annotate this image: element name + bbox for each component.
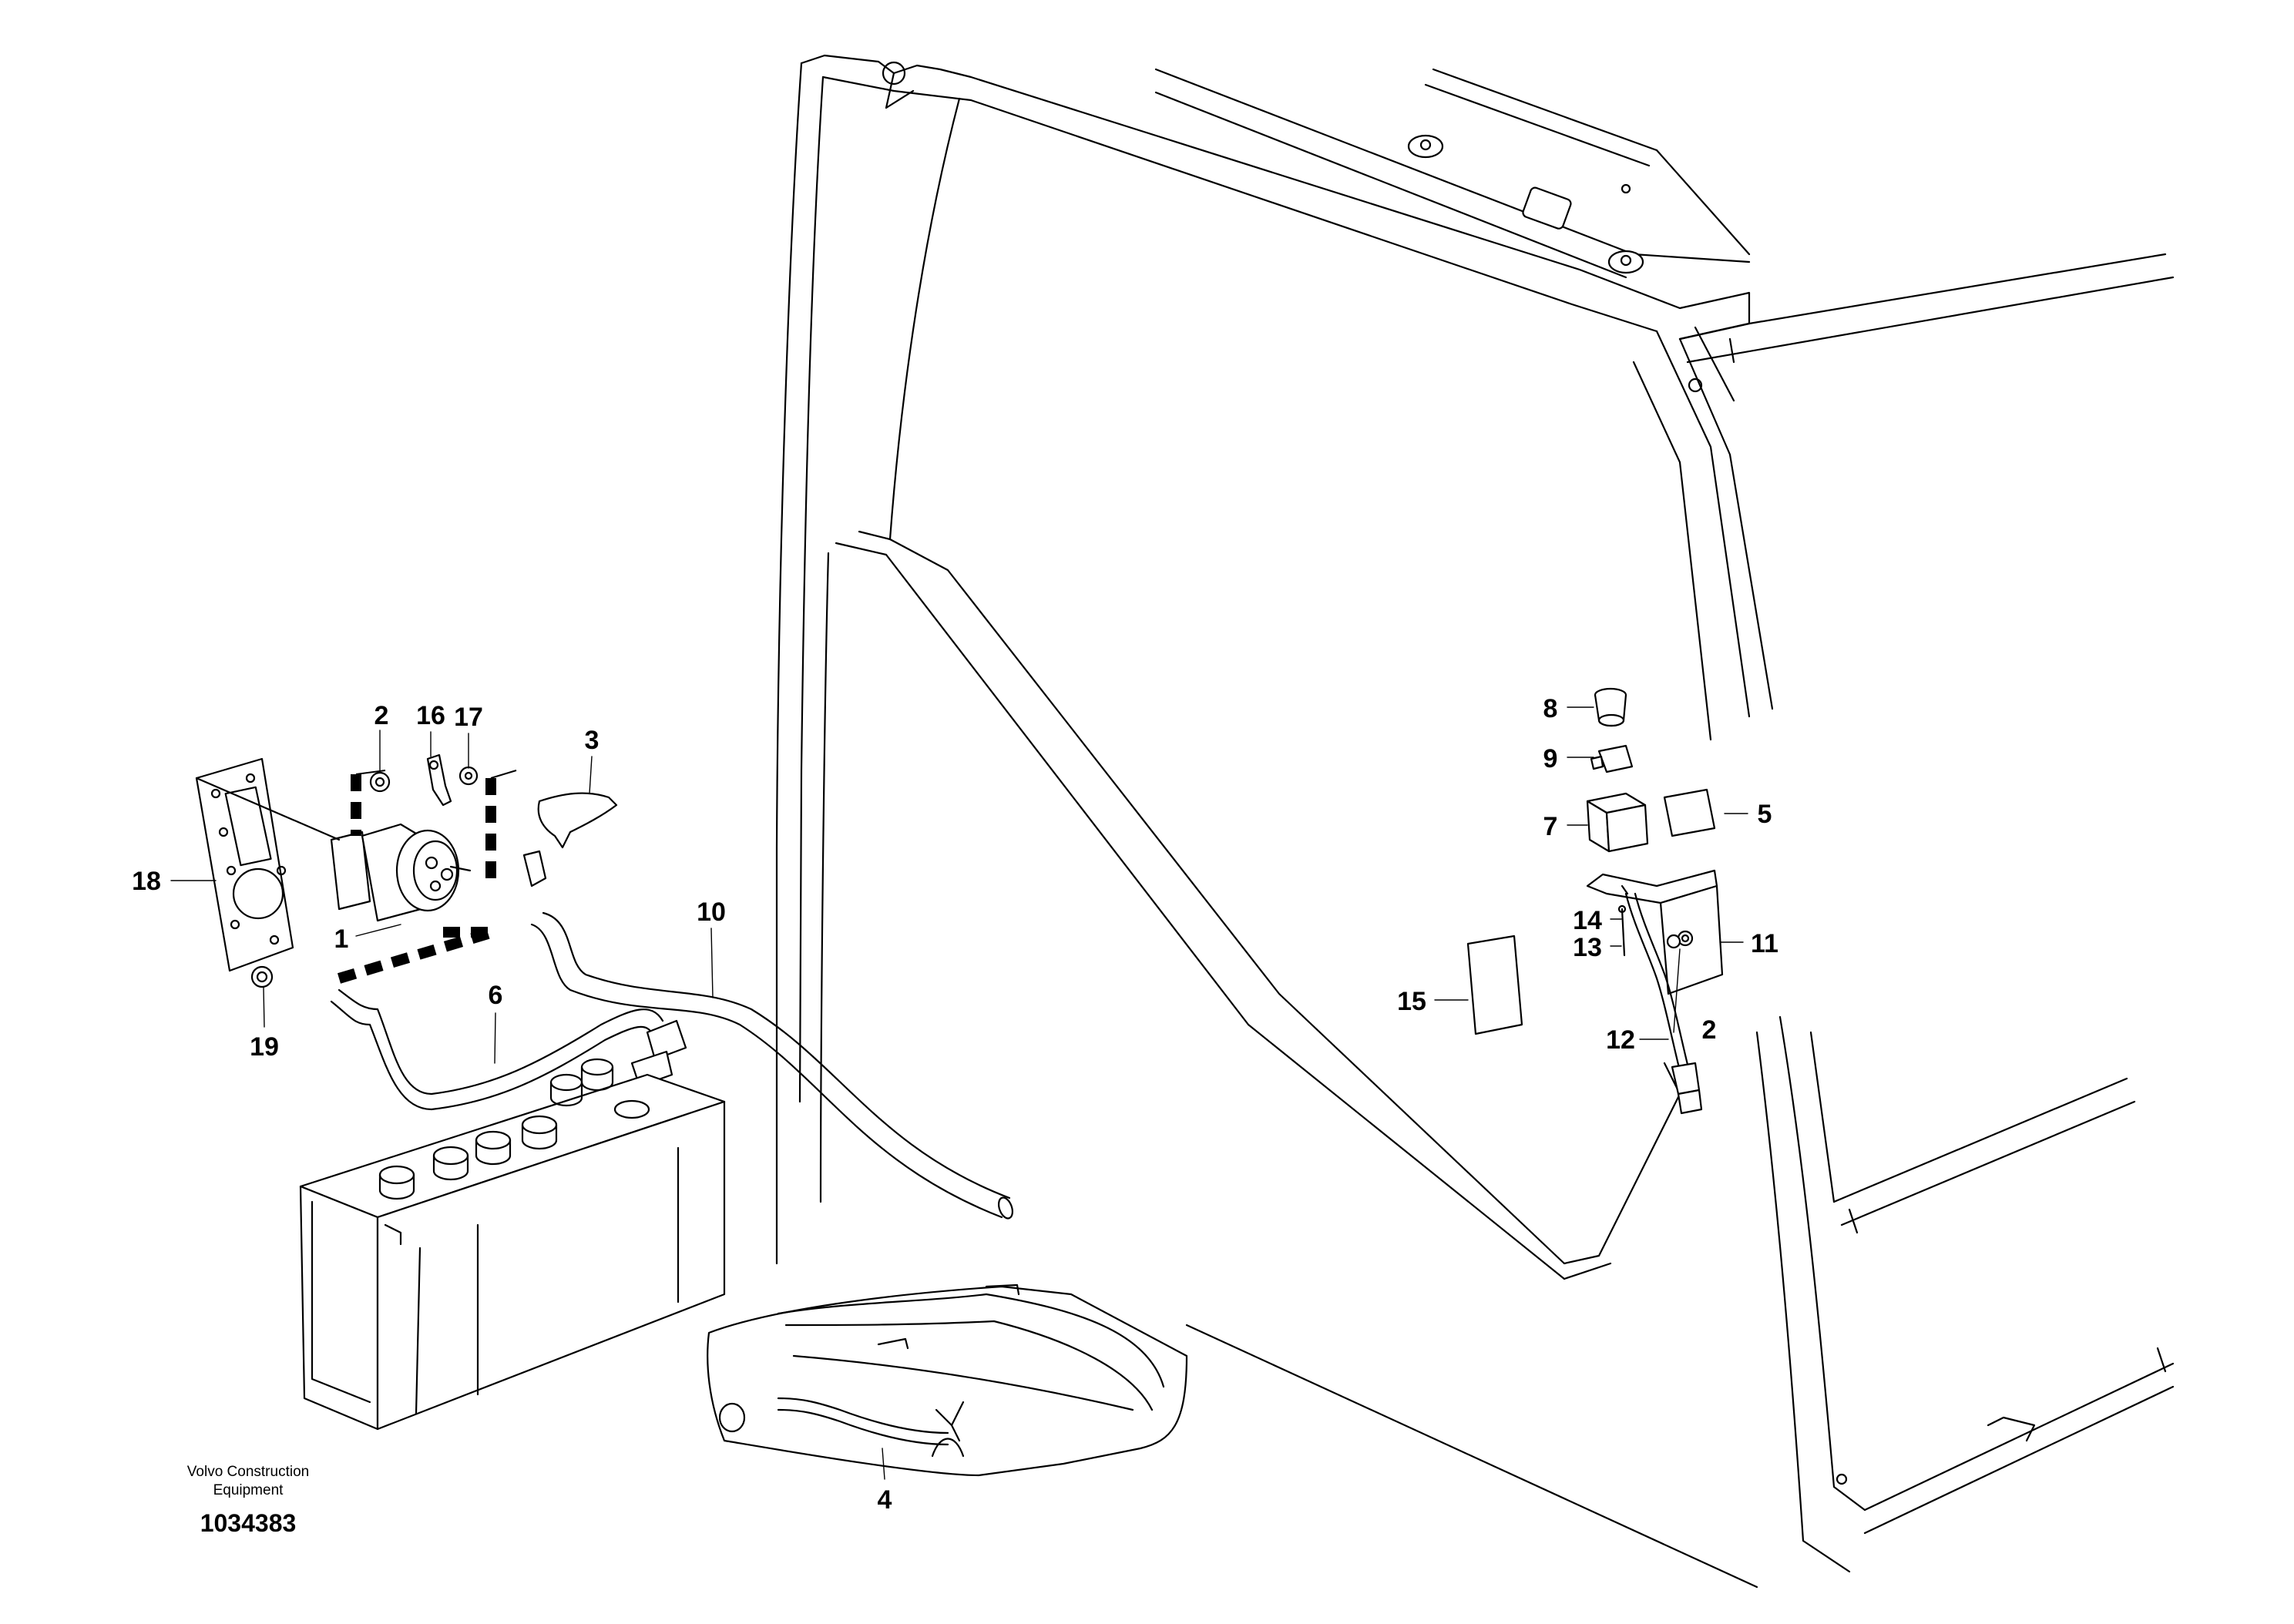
callout-2-lower: 2 (1702, 1015, 1717, 1045)
callout-4: 4 (878, 1485, 892, 1515)
part-7-switch-box (1586, 792, 1649, 853)
part-9-clip (1590, 744, 1634, 773)
part-19-bolt (250, 965, 274, 988)
part-17-nut (458, 766, 479, 786)
callout-19: 19 (250, 1032, 279, 1062)
part-15-decal (1466, 934, 1523, 1035)
callout-11: 11 (1751, 929, 1778, 958)
callout-labels: 18 1 2 16 17 3 19 6 10 4 8 9 7 5 14 13 1… (132, 694, 1778, 1515)
credit-line-2: Equipment (213, 1482, 284, 1498)
callout-2-upper: 2 (374, 701, 389, 730)
callout-3: 3 (585, 726, 600, 755)
part-4-cover (707, 1283, 1188, 1477)
callout-12: 12 (1606, 1025, 1635, 1055)
part-12-cable-harness (1624, 892, 1703, 1115)
battery (299, 1058, 726, 1431)
callout-8: 8 (1543, 694, 1558, 723)
diagram-credit: Volvo Construction Equipment 1034383 (187, 1464, 309, 1537)
callout-9: 9 (1543, 744, 1558, 773)
cab-frame (775, 54, 2175, 1589)
part-8-knob (1594, 687, 1627, 727)
part-13-14-screw (1617, 904, 1627, 957)
callout-7: 7 (1543, 812, 1558, 841)
part-5-label (1663, 788, 1716, 837)
callout-14: 14 (1573, 906, 1602, 935)
callout-18: 18 (132, 867, 161, 896)
document-number: 1034383 (200, 1509, 297, 1537)
callout-17: 17 (454, 703, 483, 732)
callout-1: 1 (334, 924, 349, 954)
part-1-battery-main-switch (195, 777, 472, 922)
callout-10: 10 (697, 898, 726, 927)
callout-13: 13 (1573, 933, 1602, 962)
callout-16: 16 (416, 701, 445, 730)
callout-5: 5 (1758, 800, 1772, 829)
callout-leaders (170, 706, 1748, 1480)
part-11-bracket (1586, 869, 1724, 995)
part-2-nut-lower (1666, 934, 1681, 949)
callout-6: 6 (489, 981, 503, 1010)
part-10-cable (530, 911, 1014, 1220)
part-18-mounting-plate (195, 757, 294, 972)
part-3-cover (522, 792, 618, 887)
part-2-nut-upper (369, 771, 391, 793)
credit-line-1: Volvo Construction (187, 1464, 309, 1480)
callout-15: 15 (1397, 987, 1426, 1016)
part-16-cable-lug (426, 753, 452, 807)
